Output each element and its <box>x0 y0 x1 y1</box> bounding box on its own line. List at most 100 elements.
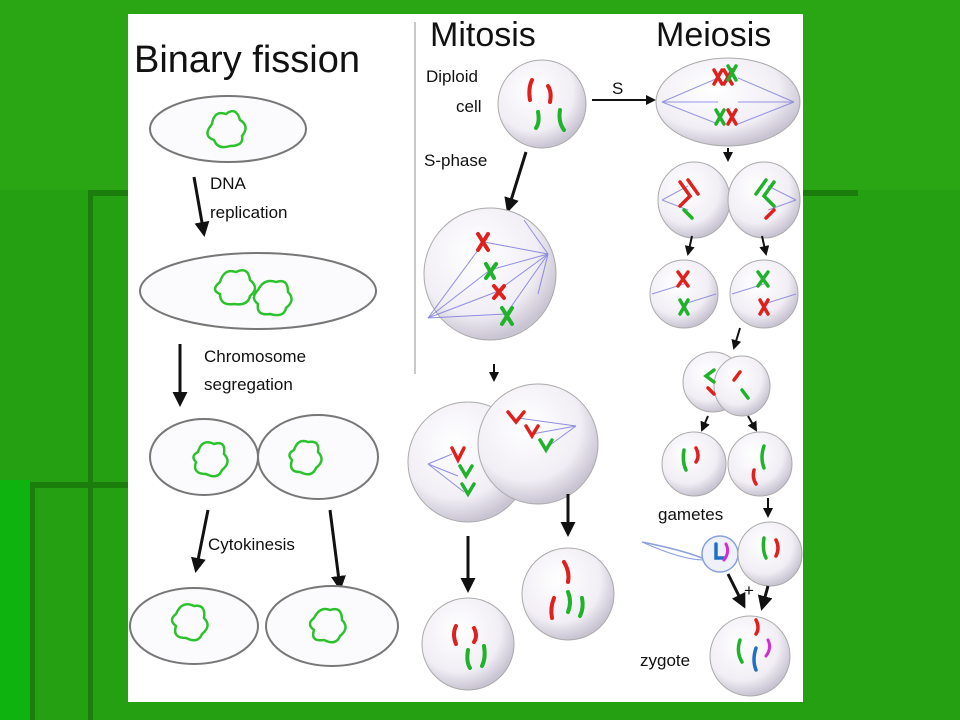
mitosis-column: Diploid cell S S-phase <box>407 59 656 691</box>
mitosis-title: Mitosis <box>430 16 536 54</box>
chromosome-green <box>480 644 487 668</box>
chromosome-green <box>736 638 744 664</box>
egg-cell <box>737 521 803 587</box>
chromosome-green <box>682 208 694 220</box>
chromosome-red <box>678 180 693 208</box>
zygote-cell <box>709 615 791 697</box>
chromosome-red <box>694 446 700 464</box>
dna-loop <box>192 441 229 478</box>
chromosome-magenta <box>764 638 772 658</box>
mitosis-anaphase-cell <box>407 383 599 523</box>
meiosis-metaphase-1-cell <box>655 57 801 147</box>
chromosome-red <box>712 68 734 86</box>
haploid-cell-right <box>727 431 793 497</box>
chromosome-red <box>450 446 466 464</box>
decorative-bar-mid <box>30 482 130 488</box>
chromosome-green <box>740 388 750 400</box>
prokaryote-cell-dividing <box>149 414 379 500</box>
arrow-s-phase <box>504 151 528 213</box>
meiosis-anaphase-2-cell <box>682 351 771 417</box>
chromosome-green <box>760 444 766 470</box>
mitosis-diploid-cell <box>497 59 587 149</box>
arrow-cytokinesis-right <box>328 509 346 591</box>
chromosome-red <box>774 538 780 558</box>
chromosome-green <box>678 298 690 316</box>
chromosome-red <box>676 270 690 288</box>
chromosome-red <box>452 624 458 646</box>
daughter-cell-right <box>265 585 399 667</box>
chromosome-green <box>460 482 476 498</box>
chromosome-green <box>681 448 688 472</box>
chromosome-green <box>534 110 541 130</box>
arrow-sperm-to-zygote <box>726 573 746 609</box>
chromosome-red <box>472 626 478 644</box>
arrow-dna-replication <box>192 176 210 237</box>
label-diploid: Diploid <box>426 67 478 86</box>
chromosome-green <box>578 596 585 618</box>
chromosome-green <box>484 262 498 280</box>
dna-loop <box>252 279 293 317</box>
chromosome-red <box>549 596 556 620</box>
chromosome-green <box>500 306 514 326</box>
dna-loop <box>213 269 257 306</box>
prokaryote-cell-1 <box>149 95 307 163</box>
chromosome-blue <box>752 646 758 672</box>
arrow-meiosis-2-right <box>759 235 770 256</box>
spindle-fibers <box>661 77 795 125</box>
arrow-to-anaphase-2 <box>731 327 742 350</box>
label-chromosome: Chromosome <box>204 347 306 366</box>
chromosome-green <box>465 648 472 670</box>
meiosis-metaphase-2-cell-left <box>649 259 719 329</box>
chromosome-blue <box>714 542 726 560</box>
decorative-bar-left-2 <box>30 482 35 720</box>
chromosome-red <box>751 468 758 486</box>
chromosome-red <box>562 560 571 584</box>
chromosome-red <box>476 232 490 252</box>
label-dna: DNA <box>210 174 247 193</box>
chromosome-red <box>506 410 526 425</box>
chromosome-red <box>732 370 742 382</box>
dna-loop <box>288 439 323 476</box>
cell-division-diagram: Binary fission Mitosis Meiosis DNA repli… <box>129 16 803 697</box>
label-s-phase: S-phase <box>424 151 487 170</box>
diagram-panel: Binary fission Mitosis Meiosis DNA repli… <box>128 14 803 702</box>
sperm-cell <box>641 535 739 573</box>
arrow-egg-to-zygote <box>757 585 773 611</box>
chromosome-red <box>546 84 553 104</box>
chromosome-red <box>758 298 770 316</box>
label-zygote: zygote <box>640 651 690 670</box>
chromosome-red <box>686 178 700 196</box>
meiosis-column: gametes + zygote <box>640 57 803 697</box>
dna-loop <box>308 607 347 644</box>
daughter-cell-left <box>129 587 259 665</box>
chromosome-green <box>538 438 554 454</box>
chromosome-magenta <box>722 542 730 562</box>
dna-loop <box>206 109 247 149</box>
decorative-bar-left-1 <box>88 190 93 720</box>
label-cell: cell <box>456 97 482 116</box>
label-plus: + <box>744 581 754 600</box>
chromosome-green <box>756 270 770 288</box>
meiosis-title: Meiosis <box>656 16 771 54</box>
chromosome-red <box>754 618 760 636</box>
label-replication: replication <box>210 203 288 222</box>
mitosis-metaphase-cell <box>423 207 557 341</box>
binary-fission-column: DNA replication Chromosome segregation C… <box>129 95 399 667</box>
chromosome-red <box>726 108 738 126</box>
chromosome-red <box>524 424 540 440</box>
haploid-cell-left <box>661 431 727 497</box>
prokaryote-cell-2 <box>139 252 377 330</box>
mitosis-daughter-cell-right <box>521 547 615 641</box>
chromosome-green <box>761 180 776 208</box>
dna-loop <box>170 603 209 642</box>
chromosome-green <box>458 464 474 480</box>
binary-fission-title: Binary fission <box>134 39 360 81</box>
chromosome-red <box>764 208 776 220</box>
arrow-to-gamete-right <box>747 415 757 432</box>
chromosome-green <box>557 108 566 132</box>
chromosome-green <box>726 64 738 82</box>
meiosis-anaphase-1-cell <box>657 161 801 239</box>
mitosis-daughter-cell-left <box>421 597 515 691</box>
label-segregation: segregation <box>204 375 293 394</box>
arrow-to-gamete-left <box>700 415 710 432</box>
